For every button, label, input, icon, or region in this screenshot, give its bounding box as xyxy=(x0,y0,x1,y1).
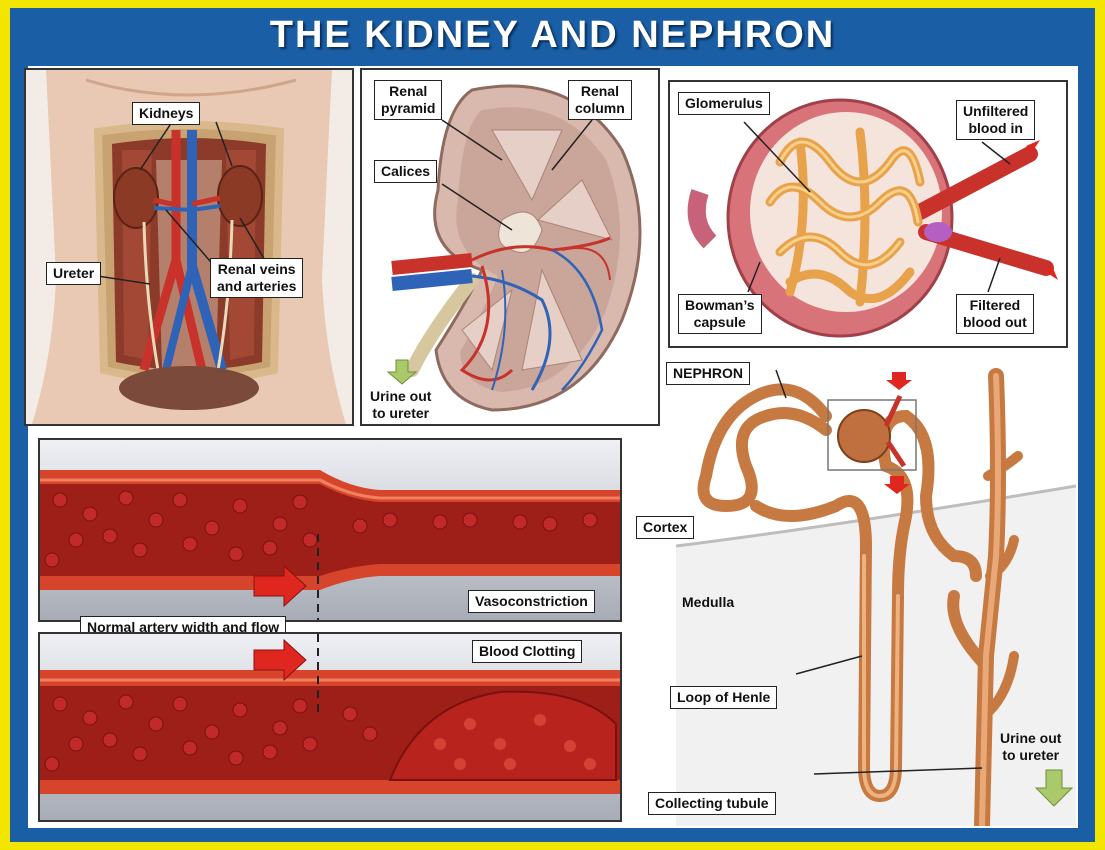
label-filtered-blood: Filtered blood out xyxy=(956,294,1034,334)
label-cortex: Cortex xyxy=(636,516,695,539)
artery-clotting-illustration xyxy=(40,634,620,820)
body-panel: Kidneys Ureter Renal veins and arteries xyxy=(24,68,354,426)
label-vasoconstriction: Vasoconstriction xyxy=(468,590,595,613)
arrow-red-in-icon xyxy=(1026,140,1040,152)
arrow-red-flow-icon xyxy=(253,564,307,608)
arrow-green-down-nephron-icon xyxy=(1034,769,1074,807)
label-renal-vessels: Renal veins and arteries xyxy=(210,258,304,298)
label-kidneys: Kidneys xyxy=(132,102,201,125)
poster-title: THE KIDNEY AND NEPHRON xyxy=(269,14,836,56)
kidney-panel: Renal pyramid Renal column Calices Urine… xyxy=(360,68,660,426)
arrow-red-in-nephron-icon xyxy=(886,372,912,390)
torso-illustration xyxy=(32,70,346,424)
label-renal-column: Renal column xyxy=(568,80,632,120)
content-area: Kidneys Ureter Renal veins and arteries xyxy=(24,66,1078,828)
label-unfiltered-blood: Unfiltered blood in xyxy=(956,100,1036,140)
label-loop-of-henle: Loop of Henle xyxy=(670,686,778,709)
label-nephron: NEPHRON xyxy=(666,362,751,385)
artery-panel-vasoconstriction: Vasoconstriction xyxy=(38,438,622,622)
label-glomerulus: Glomerulus xyxy=(678,92,770,115)
label-bowmans-capsule: Bowman’s capsule xyxy=(678,294,762,334)
artery-vasoconstriction-illustration xyxy=(40,440,620,620)
arrow-green-down-icon xyxy=(386,359,418,385)
label-collecting-tubule: Collecting tubule xyxy=(648,792,776,815)
label-ureter: Ureter xyxy=(46,262,102,285)
arrow-red-out-nephron-icon xyxy=(884,476,910,494)
arrow-red-flow-icon-2 xyxy=(253,638,307,682)
blood-clot xyxy=(388,690,617,781)
label-urine-out-nephron: Urine out to ureter xyxy=(1000,730,1062,763)
artery-panel-clotting: Blood Clotting xyxy=(38,632,622,822)
nephron-panel: NEPHRON Cortex Medulla Loop of Henle Col… xyxy=(636,356,1076,826)
label-calices: Calices xyxy=(374,160,438,183)
label-urine-out-kidney: Urine out to ureter xyxy=(370,388,432,421)
arrow-red-out-icon xyxy=(1046,266,1058,280)
glomerulus-illustration xyxy=(687,98,1058,338)
label-medulla: Medulla xyxy=(682,594,735,610)
nephron-illustration xyxy=(675,368,1076,826)
label-blood-clotting: Blood Clotting xyxy=(472,640,583,663)
label-renal-pyramid: Renal pyramid xyxy=(374,80,443,120)
kidney-cross-section xyxy=(386,84,642,412)
glomerulus-panel: Glomerulus Unfiltered blood in Bowman’s … xyxy=(668,80,1068,348)
